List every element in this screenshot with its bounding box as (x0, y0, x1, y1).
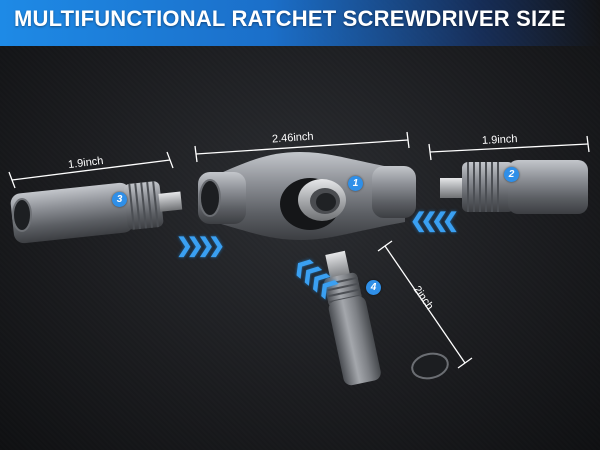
badge-4: 4 (366, 280, 381, 295)
badge-2: 2 (504, 167, 519, 182)
arrow-right-icon: ❯❯❯❯ (176, 235, 225, 257)
badge-3: 3 (112, 192, 127, 207)
dimension-line-piece4 (377, 240, 473, 369)
dimension-line-piece3 (8, 151, 174, 189)
arrow-left-icon: ❮❮❮❮ (410, 210, 459, 232)
dimension-label-piece2: 1.9inch (481, 133, 518, 147)
extension-bit-2 (440, 160, 588, 214)
page-title: MULTIFUNCTIONAL RATCHET SCREWDRIVER SIZE (14, 6, 566, 31)
extension-bit-3 (10, 181, 183, 244)
title-banner (0, 0, 600, 46)
extension-bit-4 (324, 250, 449, 386)
dimension-line-handle (194, 131, 410, 163)
badge-1: 1 (348, 176, 363, 191)
dimension-line-piece2 (428, 135, 590, 161)
ratchet-handle (198, 152, 416, 240)
